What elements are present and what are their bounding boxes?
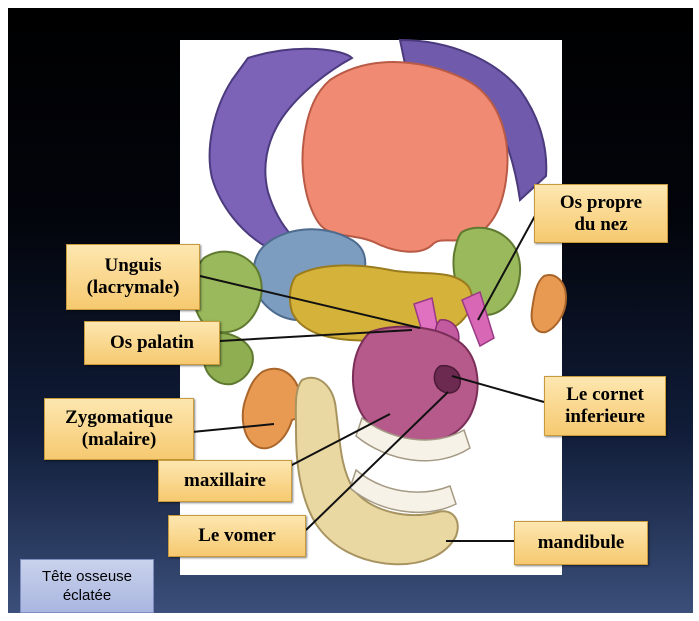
label-le-vomer: Le vomer (168, 515, 306, 557)
label-os-palatin: Os palatin (84, 321, 220, 365)
label-cornet-inferieur: Le cornet inferieure (544, 376, 666, 436)
label-mandibule: mandibule (514, 521, 648, 565)
label-zygomatique: Zygomatique (malaire) (44, 398, 194, 460)
label-maxillaire: maxillaire (158, 460, 292, 502)
label-unguis: Unguis (lacrymale) (66, 244, 200, 310)
slide-caption: Tête osseuse éclatée (20, 559, 154, 613)
label-os-propre-du-nez: Os propre du nez (534, 184, 668, 243)
